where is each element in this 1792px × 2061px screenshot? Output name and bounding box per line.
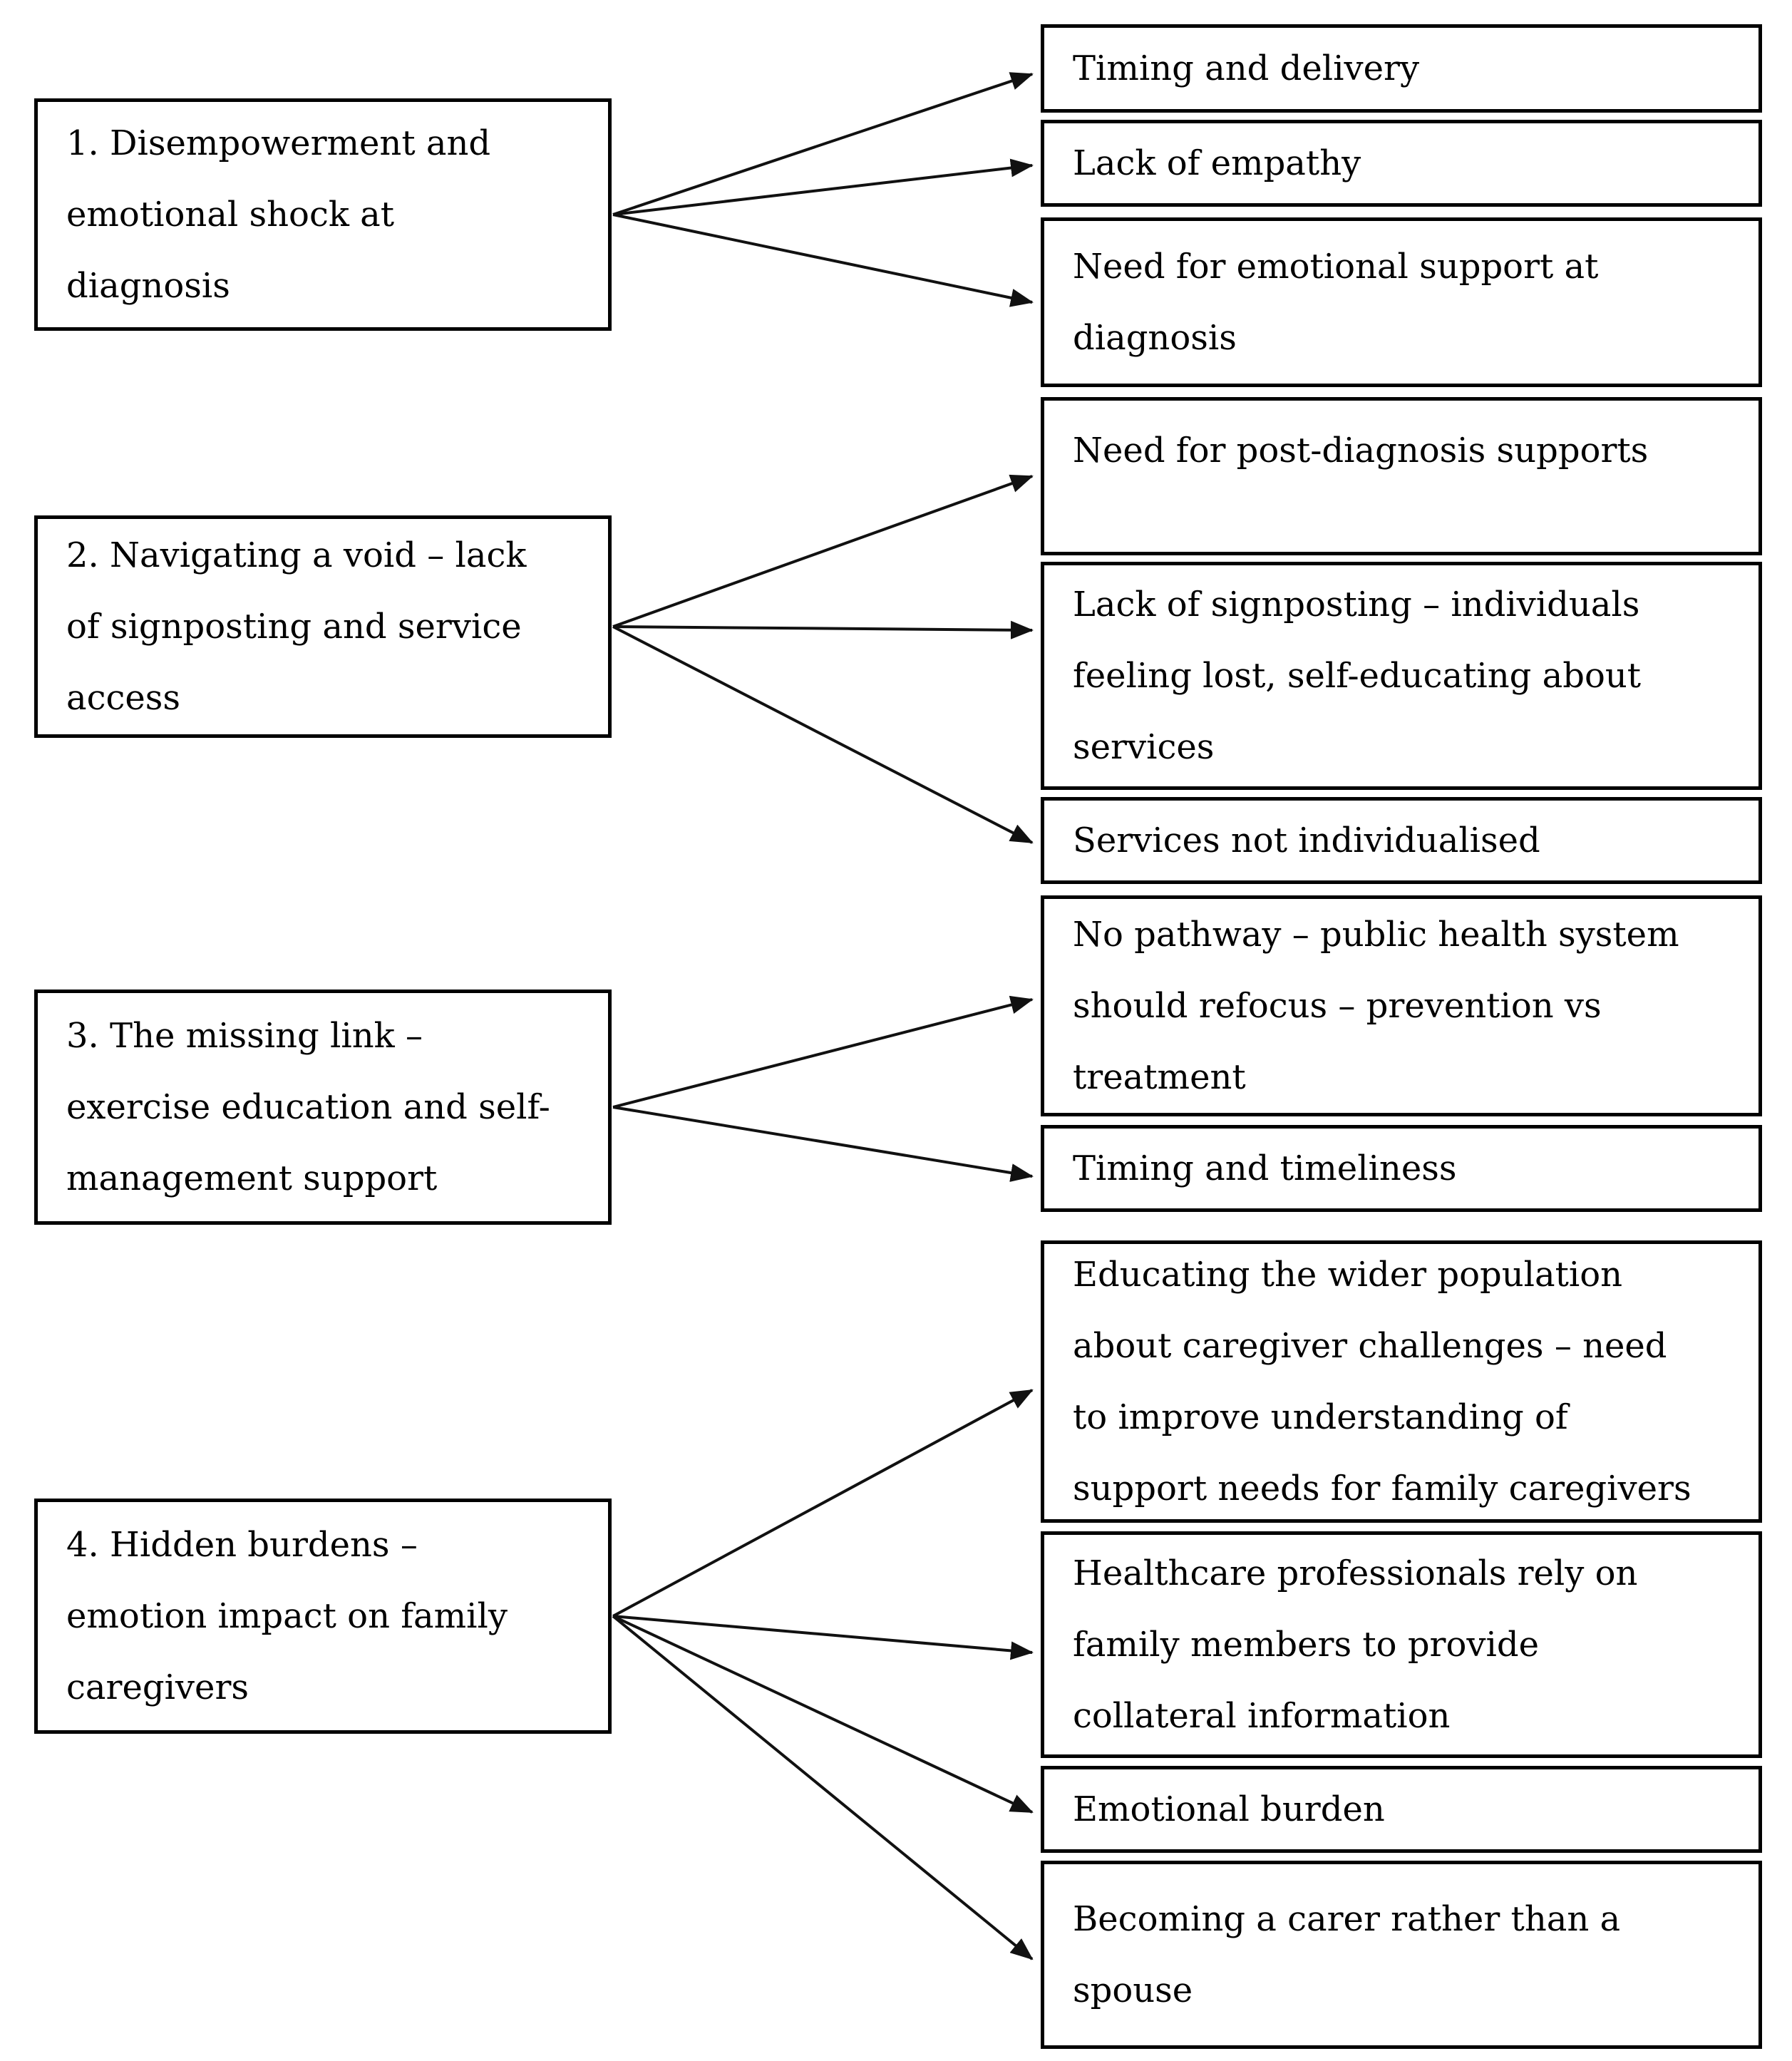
subtheme-label-services-not-individualised: Services not individualised	[1073, 821, 1540, 860]
subtheme-box-lack-signposting: Lack of signposting – individuals feelin…	[1041, 562, 1762, 790]
arrow-hidden-burdens-to-educating-population	[612, 1389, 1034, 1618]
subtheme-box-healthcare-professionals: Healthcare professionals rely on family …	[1041, 1531, 1762, 1758]
arrow-missing-link-to-no-pathway	[612, 995, 1034, 1109]
subtheme-label-lack-signposting: Lack of signposting – individuals feelin…	[1073, 585, 1642, 767]
subtheme-label-timing-delivery: Timing and delivery	[1073, 48, 1420, 88]
subtheme-label-emotional-burden: Emotional burden	[1073, 1789, 1385, 1829]
theme-label-hidden-burdens: 4. Hidden burdens – emotion impact on fa…	[66, 1525, 508, 1707]
arrow-navigating-void-to-lack-signposting	[612, 620, 1034, 639]
arrow-disempowerment-to-lack-empathy	[612, 158, 1034, 216]
theme-box-hidden-burdens: 4. Hidden burdens – emotion impact on fa…	[34, 1499, 612, 1734]
theme-box-navigating-void: 2. Navigating a void – lack of signposti…	[34, 515, 612, 738]
arrow-hidden-burdens-to-healthcare-professionals	[612, 1615, 1034, 1660]
subtheme-label-post-diagnosis-supports: Need for post-diagnosis supports	[1073, 431, 1649, 471]
arrow-disempowerment-to-emotional-support	[612, 213, 1034, 307]
subtheme-box-timing-delivery: Timing and delivery	[1041, 24, 1762, 113]
theme-box-disempowerment: 1. Disempowerment and emotional shock at…	[34, 98, 612, 331]
arrow-navigating-void-to-services-not-individualised	[612, 625, 1034, 844]
subtheme-box-services-not-individualised: Services not individualised	[1041, 797, 1762, 884]
subtheme-box-emotional-support-diagnosis: Need for emotional support at diagnosis	[1041, 217, 1762, 387]
subtheme-label-emotional-support-diagnosis: Need for emotional support at diagnosis	[1073, 247, 1599, 358]
theme-label-navigating-void: 2. Navigating a void – lack of signposti…	[66, 535, 527, 718]
subtheme-label-timing-timeliness: Timing and timeliness	[1073, 1148, 1457, 1188]
arrow-navigating-void-to-post-diagnosis-supports	[612, 474, 1034, 628]
subtheme-label-healthcare-professionals: Healthcare professionals rely on family …	[1073, 1553, 1638, 1736]
arrow-missing-link-to-timing-timeliness	[612, 1106, 1034, 1182]
subtheme-box-post-diagnosis-supports: Need for post-diagnosis supports	[1041, 397, 1762, 555]
theme-label-disempowerment: 1. Disempowerment and emotional shock at…	[66, 123, 491, 306]
subtheme-box-becoming-carer: Becoming a carer rather than a spouse	[1041, 1861, 1762, 2049]
subtheme-box-educating-population: Educating the wider population about car…	[1041, 1240, 1762, 1523]
arrow-hidden-burdens-to-emotional-burden	[612, 1615, 1034, 1814]
arrow-disempowerment-to-timing-delivery	[612, 72, 1034, 216]
subtheme-box-emotional-burden: Emotional burden	[1041, 1766, 1762, 1853]
subtheme-label-no-pathway: No pathway – public health system should…	[1073, 915, 1679, 1097]
subtheme-label-becoming-carer: Becoming a carer rather than a spouse	[1073, 1899, 1621, 2010]
subtheme-box-timing-timeliness: Timing and timeliness	[1041, 1125, 1762, 1212]
arrow-hidden-burdens-to-becoming-carer	[612, 1615, 1034, 1960]
subtheme-label-educating-population: Educating the wider population about car…	[1073, 1255, 1691, 1509]
subtheme-label-lack-empathy: Lack of empathy	[1073, 143, 1361, 183]
theme-label-missing-link: 3. The missing link – exercise education…	[66, 1016, 550, 1198]
subtheme-box-no-pathway: No pathway – public health system should…	[1041, 895, 1762, 1116]
subtheme-box-lack-empathy: Lack of empathy	[1041, 120, 1762, 207]
theme-box-missing-link: 3. The missing link – exercise education…	[34, 990, 612, 1225]
